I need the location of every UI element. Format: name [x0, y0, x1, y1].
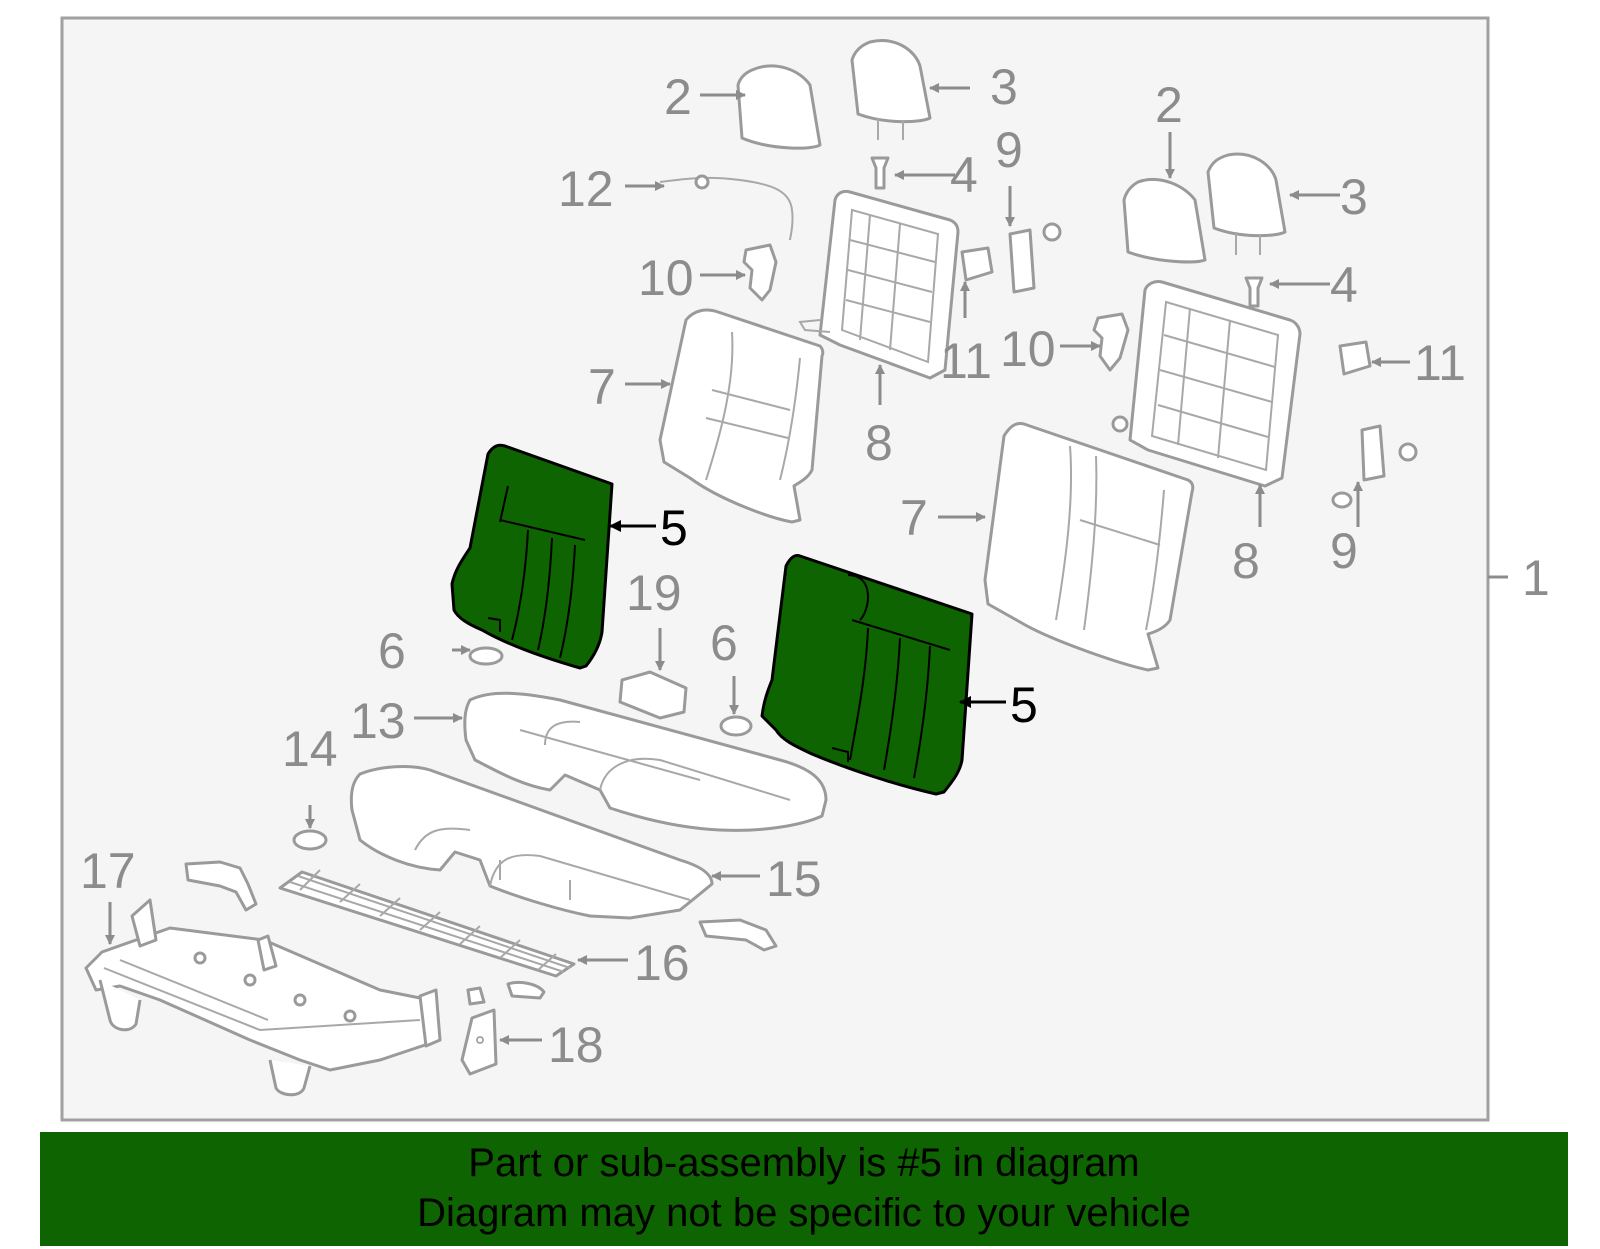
headrest-right-3	[1206, 152, 1287, 255]
callout-3-right: 3	[1340, 169, 1368, 225]
callout-16: 16	[634, 935, 690, 991]
callout-1: 1	[1522, 550, 1550, 606]
seat-frame-17	[84, 898, 442, 1097]
callout-2-left: 2	[664, 69, 692, 125]
seat-cushion-13	[463, 691, 828, 832]
banner-line-1: Part or sub-assembly is #5 in diagram	[468, 1141, 1140, 1185]
callout-13: 13	[350, 693, 406, 749]
callout-19: 19	[626, 565, 682, 621]
seatback-cover-left-5[interactable]	[450, 443, 614, 670]
callout-8-right: 8	[1232, 533, 1260, 589]
callout-9-right: 9	[1330, 523, 1358, 579]
ring-14	[292, 829, 328, 851]
callout-5-right: 5	[1010, 677, 1038, 733]
callout-11-right: 11	[1414, 335, 1466, 391]
leader-arrows	[105, 83, 1410, 1045]
callout-10-right: 10	[1000, 321, 1056, 377]
headrest-left-3	[850, 39, 932, 140]
callout-8-left: 8	[865, 415, 893, 471]
bracket-right-10	[1092, 312, 1130, 372]
seatback-frame-left-8	[798, 189, 960, 380]
callout-7-right: 7	[900, 490, 928, 546]
ring-left-6	[468, 646, 504, 666]
clip-right-11	[1338, 340, 1372, 376]
callout-5-left: 5	[660, 500, 688, 556]
seatback-frame-right-8	[1128, 280, 1302, 488]
latch-plate-right-9	[1111, 415, 1418, 509]
callout-2-right: 2	[1155, 77, 1183, 133]
callout-3-left: 3	[990, 59, 1018, 115]
latch-plate-left-9	[1008, 222, 1062, 294]
banner-line-2: Diagram may not be specific to your vehi…	[417, 1191, 1191, 1235]
seatback-pad-left-7	[658, 308, 825, 524]
callout-17: 17	[80, 843, 136, 899]
callout-6-right: 6	[710, 615, 738, 671]
headrest-left-2	[736, 64, 822, 150]
callout-12: 12	[558, 161, 614, 217]
callout-4-left: 4	[950, 147, 978, 203]
callout-9-left: 9	[995, 122, 1023, 178]
seatback-cover-right-5[interactable]	[760, 554, 974, 796]
callout-labels: 1 2 3 4 9 12 10 11 8 7 2 3 4 10 11 8 9 7…	[80, 59, 1550, 1073]
guide-sleeve-right-4	[1244, 276, 1264, 308]
bracket-small-a	[184, 860, 258, 912]
clip-small-c	[466, 986, 486, 1006]
callout-18: 18	[548, 1017, 604, 1073]
clip-left-11	[960, 246, 994, 282]
parts-diagram: 1 2 3 4 9 12 10 11 8 7 2 3 4 10 11 8 9 7…	[60, 16, 1550, 1122]
callout-14: 14	[282, 721, 338, 777]
callout-6-left: 6	[378, 623, 406, 679]
callout-11-left: 11	[940, 333, 992, 389]
ring-right-6	[719, 715, 753, 737]
support-mat-16	[278, 869, 576, 978]
bracket-left-10	[742, 243, 778, 302]
callout-15: 15	[766, 851, 822, 907]
clip-small-d	[506, 980, 546, 1000]
foam-block-19	[618, 670, 688, 720]
headrest-right-2	[1122, 177, 1207, 264]
guide-sleeve-left-4	[870, 156, 890, 190]
info-banner: Part or sub-assembly is #5 in diagram Di…	[40, 1132, 1568, 1246]
callout-4-right: 4	[1330, 257, 1358, 313]
callout-7-left: 7	[588, 359, 616, 415]
cushion-pad-15	[349, 765, 714, 920]
callout-10-left: 10	[638, 250, 694, 306]
seatback-pad-right-7	[983, 422, 1195, 672]
bracket-small-b	[698, 918, 778, 952]
